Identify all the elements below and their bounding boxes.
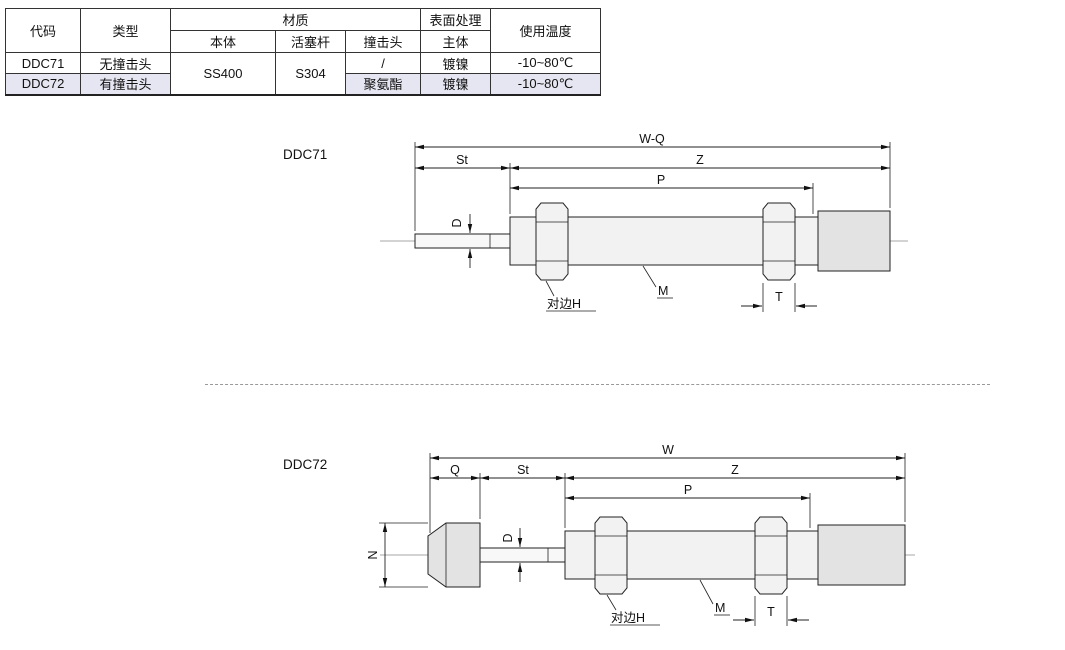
th-code: 代码 bbox=[5, 8, 81, 53]
figure-ddc71-drawing: W-Q St Z P D 对边H M T bbox=[380, 132, 908, 312]
dim-label-t: T bbox=[767, 605, 775, 619]
th-impact-head: 撞击头 bbox=[344, 30, 422, 53]
cell-temp-ddc71: -10~80℃ bbox=[490, 52, 602, 74]
dim-label-hex: 对边H bbox=[547, 297, 581, 311]
dimension-lines bbox=[415, 144, 890, 309]
cell-code-ddc71: DDC71 bbox=[5, 52, 81, 74]
cell-plating-ddc71: 镀镍 bbox=[420, 52, 492, 74]
dim-label-m: M bbox=[658, 284, 668, 298]
leader-lines bbox=[545, 265, 673, 312]
dim-label-z: Z bbox=[696, 153, 704, 167]
piston-rod bbox=[479, 547, 566, 563]
rear-cylinder bbox=[817, 524, 906, 586]
dim-label-hex: 对边H bbox=[611, 611, 645, 625]
dim-label-n: N bbox=[366, 550, 380, 559]
cell-type-ddc71: 无撞击头 bbox=[80, 52, 171, 74]
figure-label-ddc72: DDC72 bbox=[283, 457, 328, 472]
hex-nut-front bbox=[594, 516, 628, 595]
rear-cylinder bbox=[817, 210, 891, 272]
spec-table: 代码 类型 材质 表面处理 使用温度 本体 活塞杆 撞击头 主体 DDC71 无… bbox=[5, 8, 602, 96]
dim-label-st: St bbox=[456, 153, 468, 167]
section-divider bbox=[205, 384, 990, 385]
hex-nut-rear bbox=[754, 516, 788, 595]
dim-label-q: Q bbox=[450, 463, 460, 477]
cell-plating-ddc72: 镀镍 bbox=[420, 73, 492, 95]
dim-label-d: D bbox=[501, 533, 515, 542]
figure-ddc72-drawing: W Q St Z P D N 对边H M T bbox=[366, 443, 915, 626]
dim-label-z: Z bbox=[731, 463, 739, 477]
cell-impact-head-ddc71: / bbox=[344, 52, 422, 74]
cell-code-ddc72: DDC72 bbox=[5, 73, 81, 95]
dimension-lines bbox=[382, 455, 905, 623]
cell-rod-material: S304 bbox=[275, 52, 346, 95]
leader-lines bbox=[606, 579, 730, 626]
dim-label-p: P bbox=[684, 483, 692, 497]
th-piston-rod: 活塞杆 bbox=[275, 30, 346, 53]
table-row-ddc72: DDC72 有撞击头 聚氨酯 镀镍 -10~80℃ bbox=[5, 73, 602, 95]
th-main-body: 主体 bbox=[420, 30, 492, 53]
dim-label-p: P bbox=[657, 173, 665, 187]
dim-label-wq: W-Q bbox=[639, 132, 665, 146]
dim-label-d: D bbox=[450, 218, 464, 227]
hex-nut-rear bbox=[762, 202, 796, 281]
th-type: 类型 bbox=[80, 8, 171, 53]
th-material: 材质 bbox=[169, 8, 422, 31]
dim-label-st: St bbox=[517, 463, 529, 477]
cell-body-material: SS400 bbox=[170, 52, 276, 95]
cell-type-ddc72: 有撞击头 bbox=[80, 73, 171, 95]
hex-nut-front bbox=[535, 202, 569, 281]
th-body: 本体 bbox=[170, 30, 276, 53]
th-temperature: 使用温度 bbox=[490, 8, 602, 53]
figure-label-ddc71: DDC71 bbox=[283, 147, 328, 162]
dim-label-w: W bbox=[662, 443, 674, 457]
impact-head bbox=[427, 522, 481, 588]
th-surface-treatment: 表面处理 bbox=[420, 8, 492, 31]
cell-temp-ddc72: -10~80℃ bbox=[490, 73, 602, 95]
dim-label-t: T bbox=[775, 290, 783, 304]
cell-impact-head-ddc72: 聚氨酯 bbox=[344, 73, 422, 95]
dim-label-m: M bbox=[715, 601, 725, 615]
table-row-ddc71: DDC71 无撞击头 SS400 S304 / 镀镍 -10~80℃ bbox=[5, 52, 602, 95]
piston-rod bbox=[414, 233, 511, 249]
